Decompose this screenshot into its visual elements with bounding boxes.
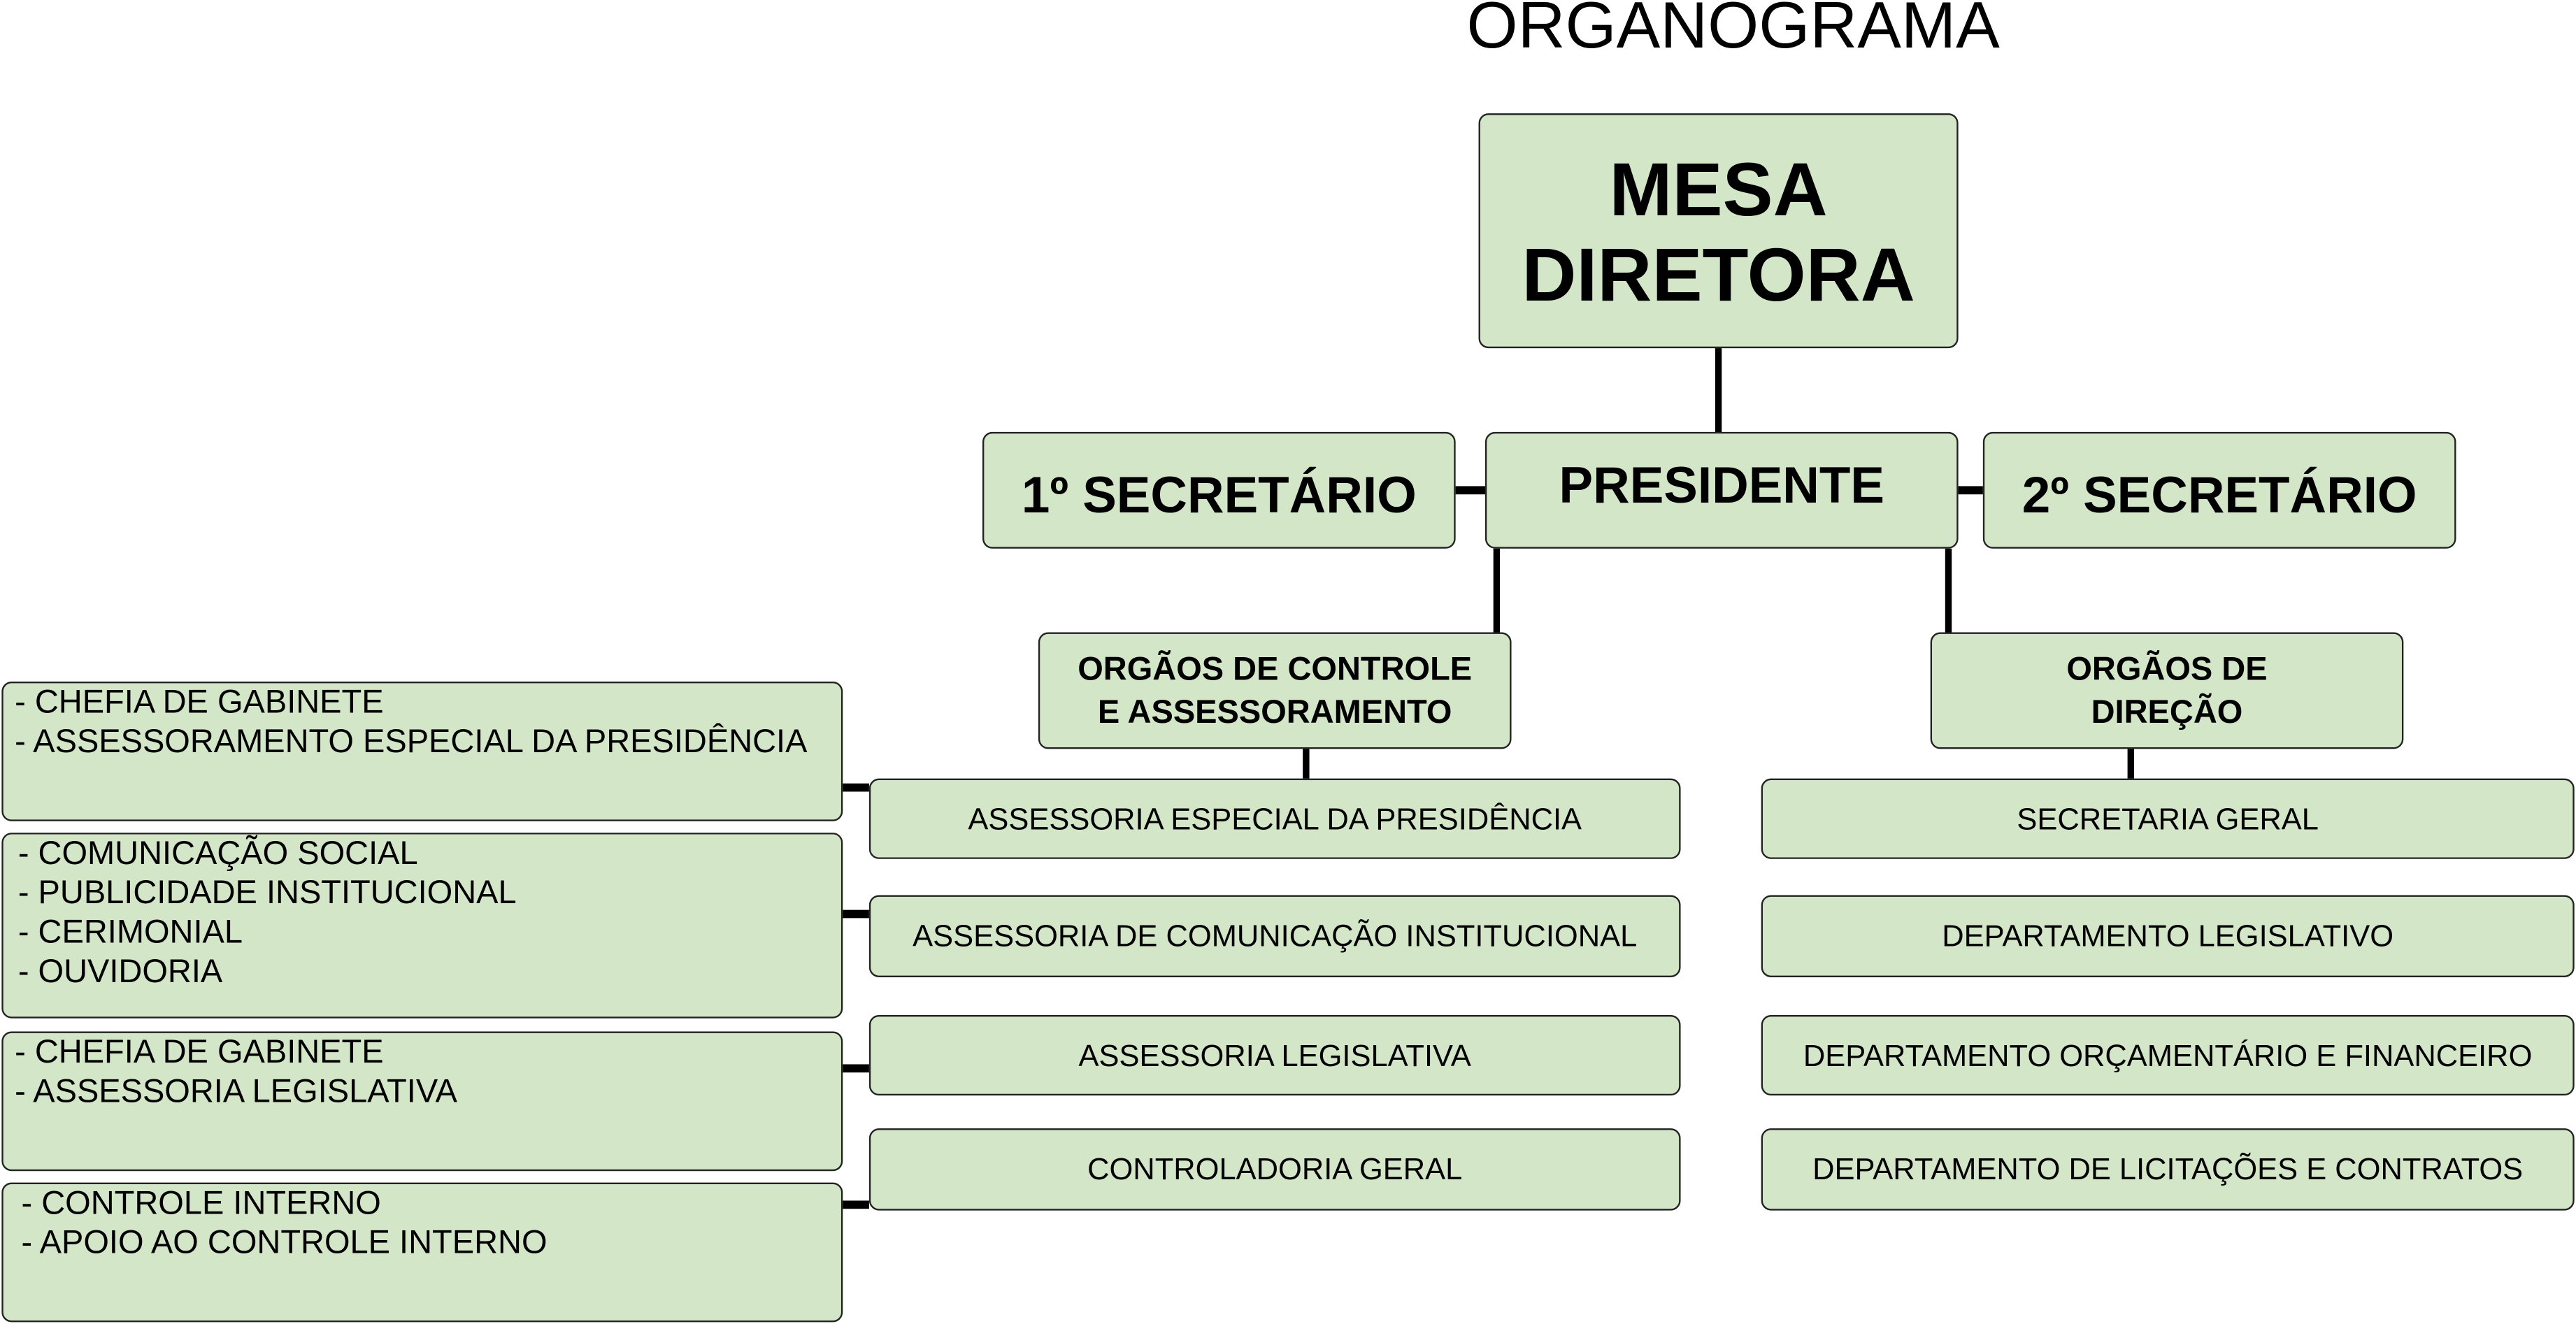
control-unit-box: CONTROLADORIA GERAL	[868, 1128, 1681, 1211]
connector-line	[1455, 486, 1485, 495]
subunit-item: - ASSESSORAMENTO ESPECIAL DA PRESIDÊNCIA	[15, 724, 808, 761]
connector-line	[1303, 749, 1310, 779]
connector-line	[1945, 548, 1952, 634]
mesa-line: DIRETORA	[1522, 231, 1915, 317]
subunit-item: - PUBLICIDADE INSTITUCIONAL	[17, 875, 517, 912]
president-label: PRESIDENTE	[1559, 455, 1884, 514]
control-unit-box: ASSESSORIA LEGISLATIVA	[868, 1014, 1681, 1096]
subunit-list-box: - COMUNICAÇÃO SOCIAL - PUBLICIDADE INSTI…	[1, 833, 843, 1019]
direction-organs-line: DIREÇÃO	[2091, 693, 2243, 731]
subunit-list-box: - CHEFIA DE GABINETE - ASSESSORAMENTO ES…	[1, 682, 843, 821]
subunit-item: - ASSESSORIA LEGISLATIVA	[15, 1074, 458, 1111]
control-unit-label: CONTROLADORIA GERAL	[1087, 1151, 1463, 1186]
subunit-item: - OUVIDORIA	[17, 954, 223, 991]
direction-unit-label: DEPARTAMENTO DE LICITAÇÕES E CONTRATOS	[1812, 1151, 2524, 1186]
subunit-item: - CHEFIA DE GABINETE	[15, 1035, 384, 1071]
subunit-list-box: - CHEFIA DE GABINETE - ASSESSORIA LEGISL…	[1, 1031, 843, 1172]
control-unit-label: ASSESSORIA ESPECIAL DA PRESIDÊNCIA	[968, 800, 1582, 835]
direction-unit-box: DEPARTAMENTO ORÇAMENTÁRIO E FINANCEIRO	[1761, 1014, 2575, 1096]
connector-line	[1493, 548, 1501, 634]
president-box: PRESIDENTE	[1484, 431, 1959, 549]
connector-line	[843, 783, 869, 792]
direction-organs-line: ORGÃOS DE	[2066, 651, 2268, 688]
control-unit-label: ASSESSORIA LEGISLATIVA	[1078, 1037, 1471, 1072]
connector-line	[1715, 348, 1722, 434]
subunit-list-box: - CONTROLE INTERNO - APOIO AO CONTROLE I…	[1, 1182, 843, 1323]
direction-unit-label: DEPARTAMENTO LEGISLATIVO	[1942, 918, 2394, 953]
control-unit-label: ASSESSORIA DE COMUNICAÇÃO INSTITUCIONAL	[913, 918, 1638, 953]
second-secretary-label: 2º SECRETÁRIO	[2022, 466, 2417, 524]
subunit-item: - CONTROLE INTERNO	[21, 1186, 381, 1223]
subunit-item: - APOIO AO CONTROLE INTERNO	[21, 1225, 548, 1262]
connector-line	[1958, 486, 1983, 495]
first-secretary-box: 1º SECRETÁRIO	[982, 431, 1456, 549]
second-secretary-box: 2º SECRETÁRIO	[1982, 431, 2456, 549]
control-organs-box: ORGÃOS DE CONTROLE E ASSESSORAMENTO	[1038, 632, 1512, 749]
connector-line	[843, 909, 869, 919]
chart-title: ORGANOGRAMA	[1466, 0, 2000, 63]
mesa-diretora-box: MESA DIRETORA	[1478, 113, 1959, 349]
control-organs-line: E ASSESSORAMENTO	[1097, 693, 1452, 731]
direction-unit-box: DEPARTAMENTO LEGISLATIVO	[1761, 895, 2575, 977]
control-unit-box: ASSESSORIA DE COMUNICAÇÃO INSTITUCIONAL	[868, 895, 1681, 977]
subunit-item: - CHEFIA DE GABINETE	[15, 684, 384, 721]
mesa-line: MESA	[1609, 145, 1828, 231]
control-organs-line: ORGÃOS DE CONTROLE	[1078, 651, 1473, 688]
direction-unit-label: DEPARTAMENTO ORÇAMENTÁRIO E FINANCEIRO	[1803, 1037, 2533, 1072]
direction-organs-box: ORGÃOS DE DIREÇÃO	[1930, 632, 2404, 749]
connector-line	[843, 1200, 869, 1209]
subunit-item: - COMUNICAÇÃO SOCIAL	[17, 835, 418, 872]
control-unit-box: ASSESSORIA ESPECIAL DA PRESIDÊNCIA	[868, 778, 1681, 859]
first-secretary-label: 1º SECRETÁRIO	[1021, 466, 1417, 524]
connector-line	[2127, 749, 2135, 779]
direction-unit-box: DEPARTAMENTO DE LICITAÇÕES E CONTRATOS	[1761, 1128, 2575, 1211]
subunit-item: - CERIMONIAL	[17, 914, 243, 951]
connector-line	[843, 1064, 869, 1073]
direction-unit-label: SECRETARIA GERAL	[2017, 800, 2319, 835]
direction-unit-box: SECRETARIA GERAL	[1761, 778, 2575, 859]
